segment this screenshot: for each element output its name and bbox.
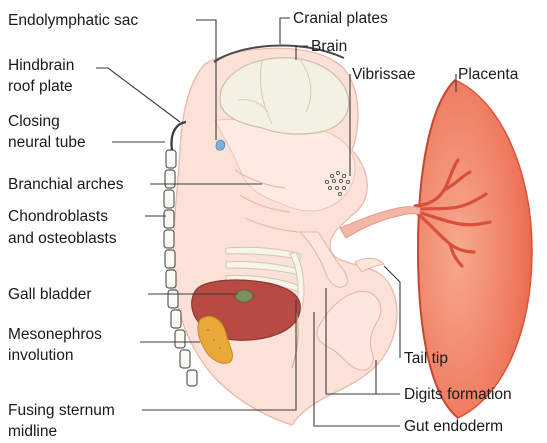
label-vibrissae: Vibrissae	[352, 66, 415, 83]
label-hindbrain-roof-plate-1: Hindbrain	[8, 57, 74, 74]
label-endolymphatic-sac: Endolymphatic sac	[8, 12, 138, 29]
label-fusing-sternum-2: midline	[8, 423, 57, 440]
label-mesonephros-1: Mesonephros	[8, 326, 102, 343]
label-closing-neural-tube-2: neural tube	[8, 134, 86, 151]
gall-bladder	[235, 290, 253, 302]
placenta-disc	[418, 80, 532, 418]
label-mesonephros-2: involution	[8, 347, 74, 364]
label-gut-endoderm: Gut endoderm	[404, 418, 503, 435]
label-closing-neural-tube-1: Closing	[8, 113, 60, 130]
label-branchial-arches: Branchial arches	[8, 176, 124, 193]
label-brain: Brain	[311, 38, 347, 55]
label-chondroblasts-1: Chondroblasts	[8, 208, 108, 225]
label-hindbrain-roof-plate-2: roof plate	[8, 78, 73, 95]
label-cranial-plates: Cranial plates	[293, 10, 388, 27]
placenta	[415, 80, 532, 418]
label-digits-formation: Digits formation	[404, 386, 512, 403]
label-placenta: Placenta	[458, 66, 519, 83]
embryo	[164, 46, 397, 425]
label-fusing-sternum-1: Fusing sternum	[8, 402, 115, 419]
label-tail-tip: Tail tip	[404, 350, 448, 367]
endolymphatic-sac	[216, 140, 225, 150]
label-gall-bladder: Gall bladder	[8, 286, 92, 303]
label-chondroblasts-2: and osteoblasts	[8, 230, 117, 247]
